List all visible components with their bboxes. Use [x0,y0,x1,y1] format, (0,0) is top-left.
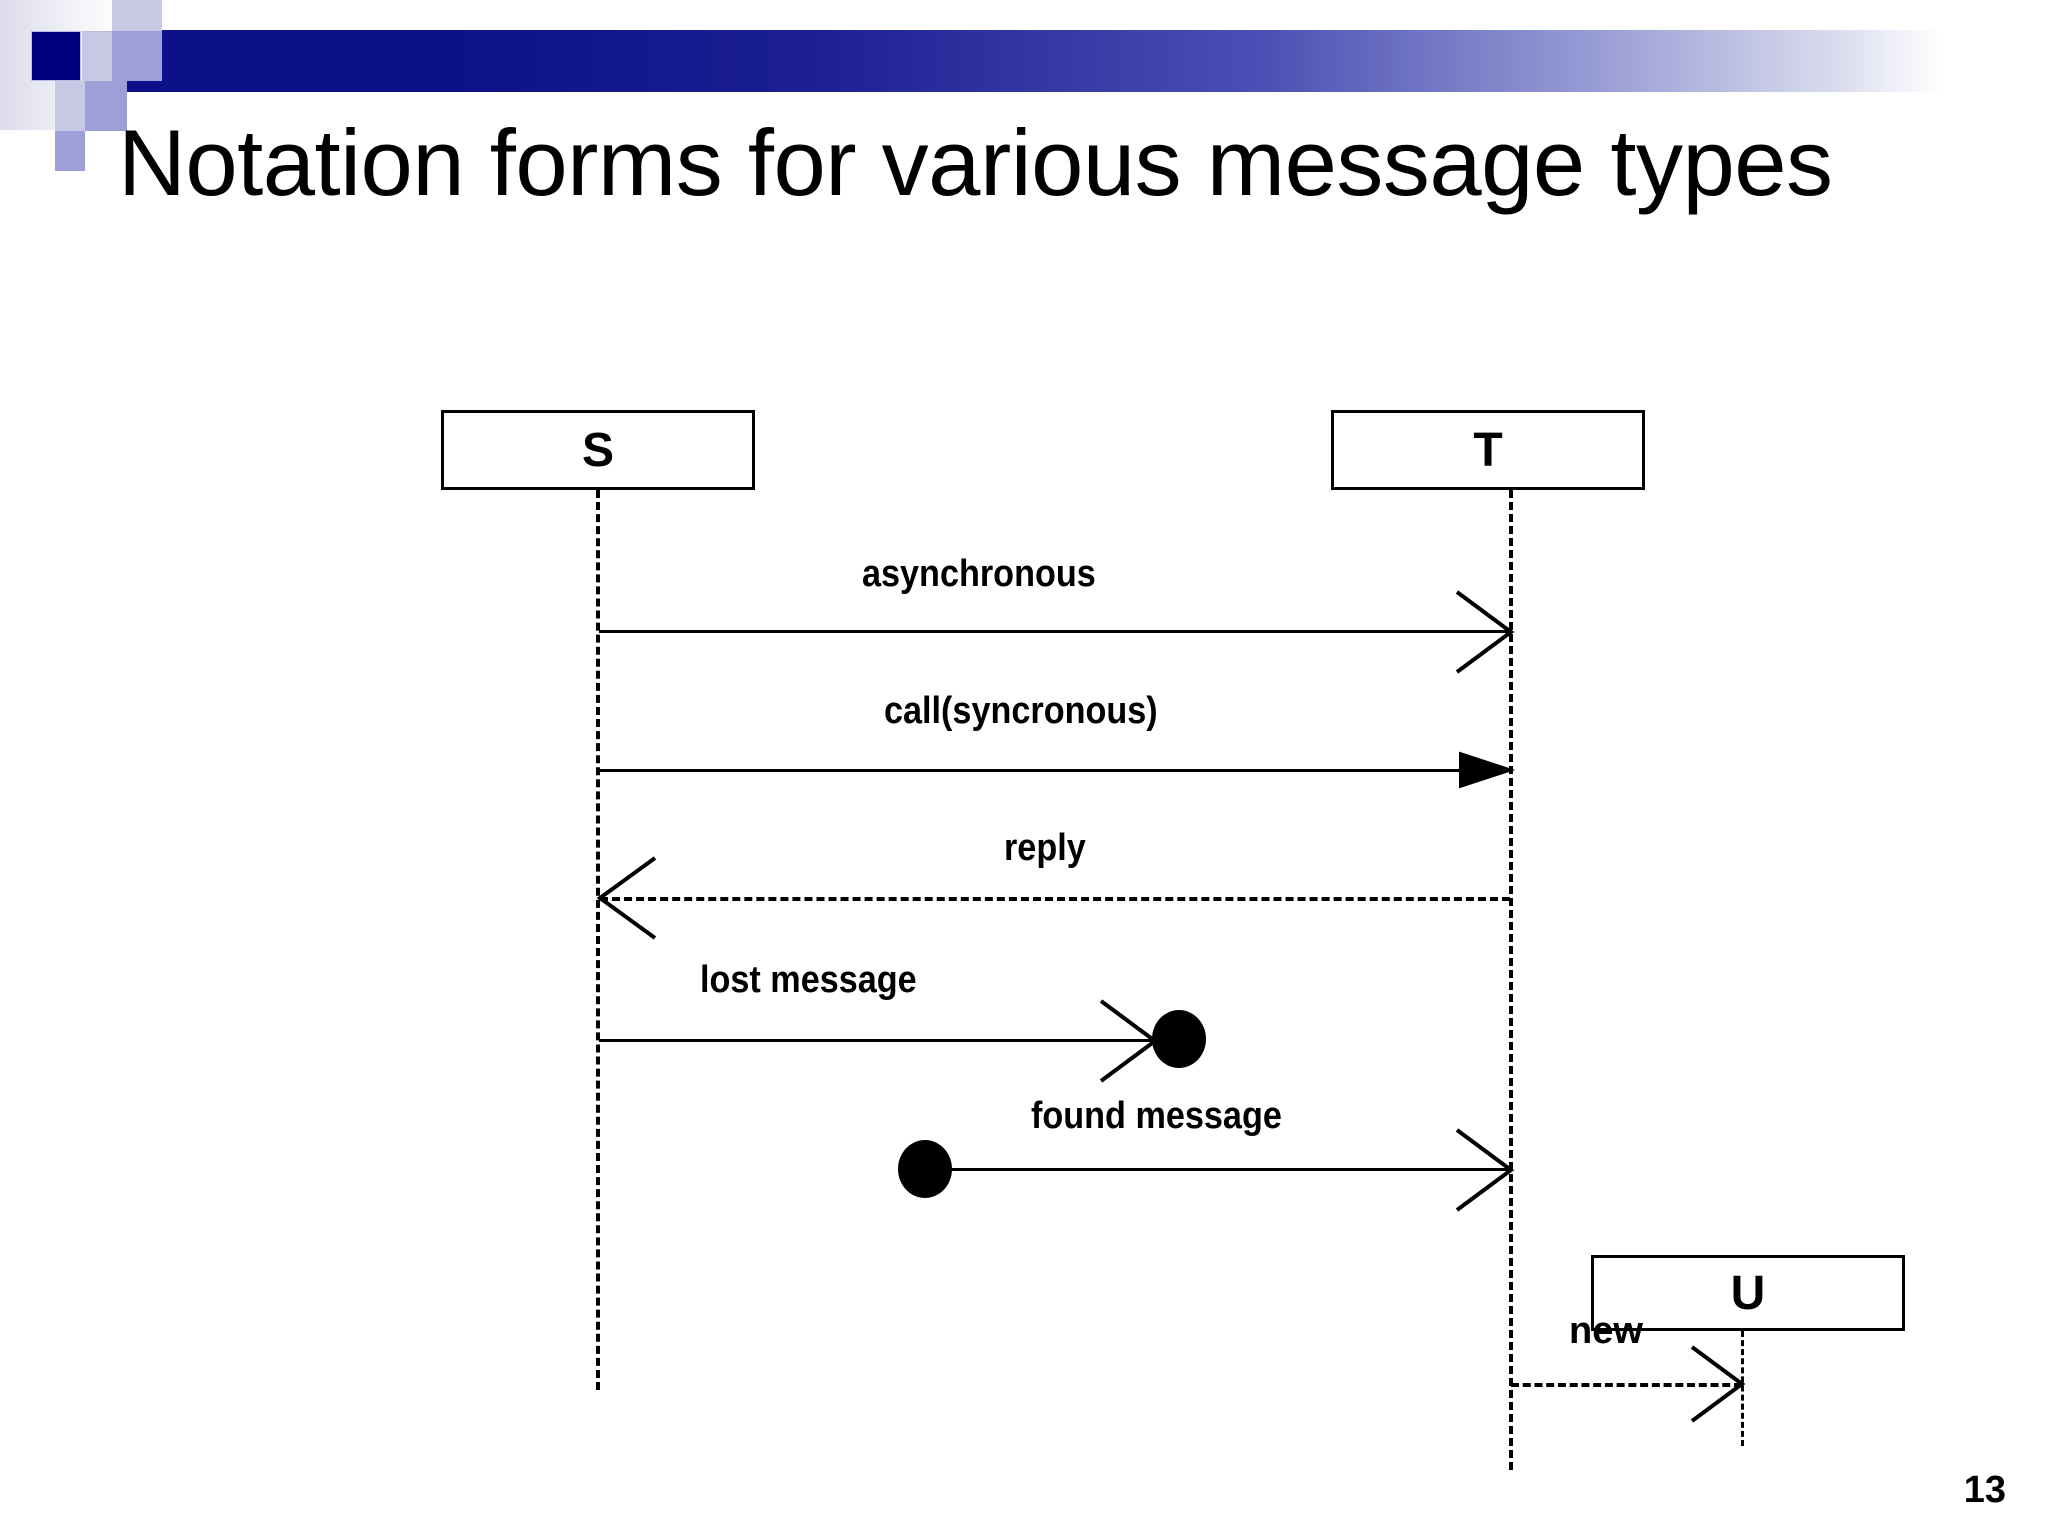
header-gradient-bar [112,30,2048,92]
lost-message-endpoint-dot [1152,1010,1206,1068]
header-square-medium-mid [112,31,162,81]
arrowhead-open-reply [596,856,657,940]
message-label-found: found message [1031,1095,1282,1137]
lifeline-u [1741,1331,1744,1446]
message-line-new [1511,1383,1742,1387]
message-line-lost [599,1039,1154,1042]
found-message-origin-dot [898,1140,952,1198]
lifeline-label-t: T [1473,423,1503,477]
header-decoration [0,0,2048,171]
arrowhead-open-new [1690,1345,1746,1423]
header-square-medium-bottom [55,131,85,171]
message-line-reply [600,897,1510,901]
lifeline-t [1509,490,1513,1470]
message-label-lost: lost message [700,959,917,1001]
header-square-navy [31,31,81,81]
arrowhead-filled-call [1459,751,1516,789]
header-square-pale-lower [55,81,85,131]
message-label-asynchronous: asynchronous [862,553,1096,595]
lifeline-box-u[interactable]: U [1591,1255,1905,1331]
header-square-pale-mid [82,31,112,81]
message-line-call [599,769,1499,772]
arrowhead-open-lost [1099,999,1159,1083]
message-label-call: call(syncronous) [884,690,1158,732]
message-label-reply: reply [1004,827,1086,869]
message-line-asynchronous [599,630,1509,633]
page-title: Notation forms for various message types [118,110,1833,215]
header-square-pale-top [112,0,162,32]
lifeline-s [596,490,600,1390]
lifeline-box-t[interactable]: T [1331,410,1645,490]
arrowhead-open-found [1455,1128,1515,1212]
lifeline-label-s: S [581,423,614,477]
arrowhead-open-asynchronous [1455,590,1515,674]
page-number: 13 [1963,1469,2006,1511]
lifeline-label-u: U [1730,1266,1766,1320]
lifeline-box-s[interactable]: S [441,410,755,490]
message-label-new: new [1569,1310,1643,1352]
message-line-found [952,1168,1509,1171]
header-square-medium-lower [85,81,127,131]
